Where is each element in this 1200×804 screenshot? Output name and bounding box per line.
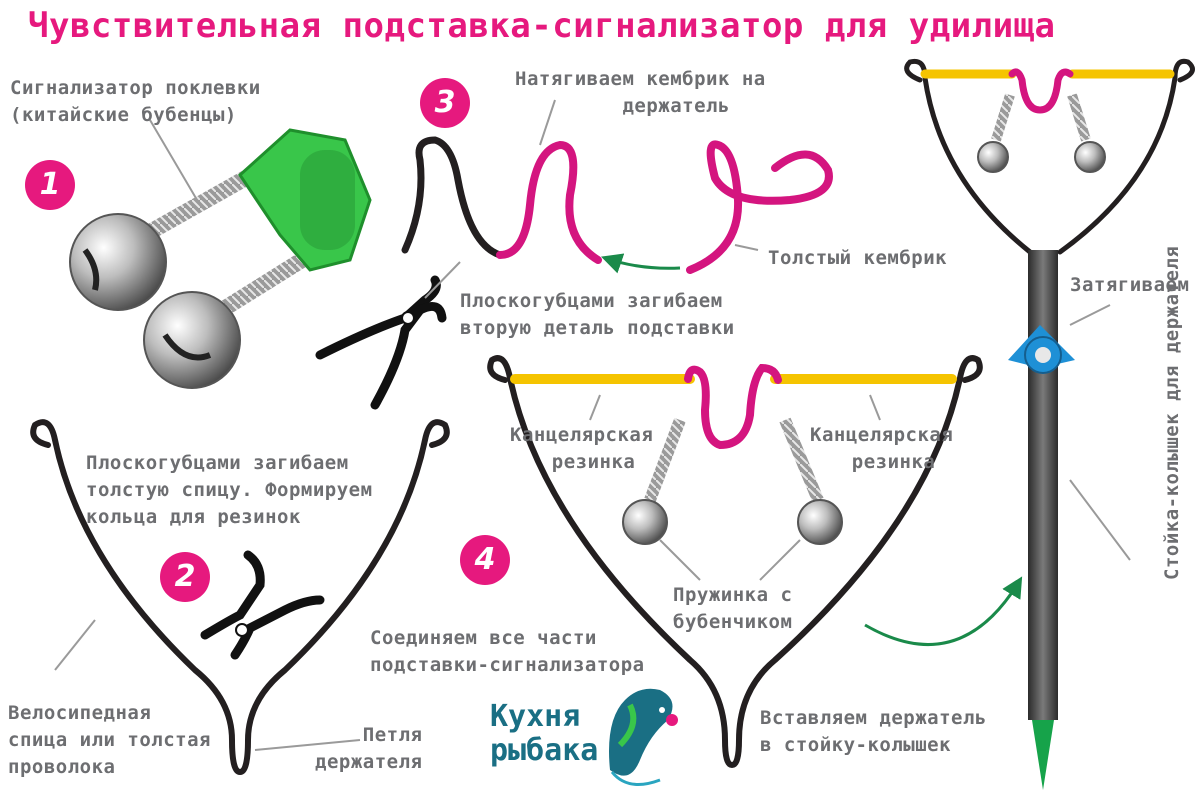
label-tighten: Затягиваем xyxy=(1070,274,1190,296)
label-bend-second-part: Плоскогубцами загибаем вторую деталь под… xyxy=(460,290,735,339)
pliers-top-icon xyxy=(315,261,461,410)
stake-assembly-illustration xyxy=(904,58,1195,790)
label-bend-spoke: Плоскогубцами загибаем толстую спицу. Фо… xyxy=(86,452,373,528)
step-4-badge: 4 xyxy=(460,535,510,585)
tube-bending-illustration xyxy=(401,99,833,274)
page-title: Чувствительная подставка-сигнализатор дл… xyxy=(28,6,1056,46)
brand-logo: Кухня рыбака xyxy=(490,699,599,768)
label-holder-loop: Петля держателя xyxy=(315,724,423,773)
label-spring-bell: Пружинка с бубенчиком xyxy=(673,584,793,633)
label-join-parts: Соединяем все части подставки-сигнализат… xyxy=(370,627,645,676)
label-insert-holder: Вставляем держатель в стойку-колышек xyxy=(760,707,987,756)
label-bite-alarm: Сигнализатор поклевки (китайские бубенцы… xyxy=(10,77,261,126)
assembled-alarm-illustration xyxy=(487,355,1023,769)
holder-frame-illustration xyxy=(30,419,450,776)
fish-logo-icon xyxy=(609,688,678,786)
label-pull-tube: Натягиваем кембрик на держатель xyxy=(515,68,766,117)
label-bicycle-spoke: Велосипедная спица или толстая проволока xyxy=(8,702,211,778)
label-rubber-right: Канцелярская резинка xyxy=(810,424,954,473)
label-stake: Стойка-колышек для держателя xyxy=(1161,245,1183,580)
step-2-badge: 2 xyxy=(160,552,210,602)
label-rubber-left: Канцелярская резинка xyxy=(510,424,654,473)
pliers-bottom-icon xyxy=(200,550,325,660)
step-1-badge: 1 xyxy=(25,160,75,210)
step-3-badge: 3 xyxy=(420,78,470,128)
bite-alarm-illustration xyxy=(69,119,372,389)
label-thick-tube: Толстый кембрик xyxy=(768,247,948,269)
